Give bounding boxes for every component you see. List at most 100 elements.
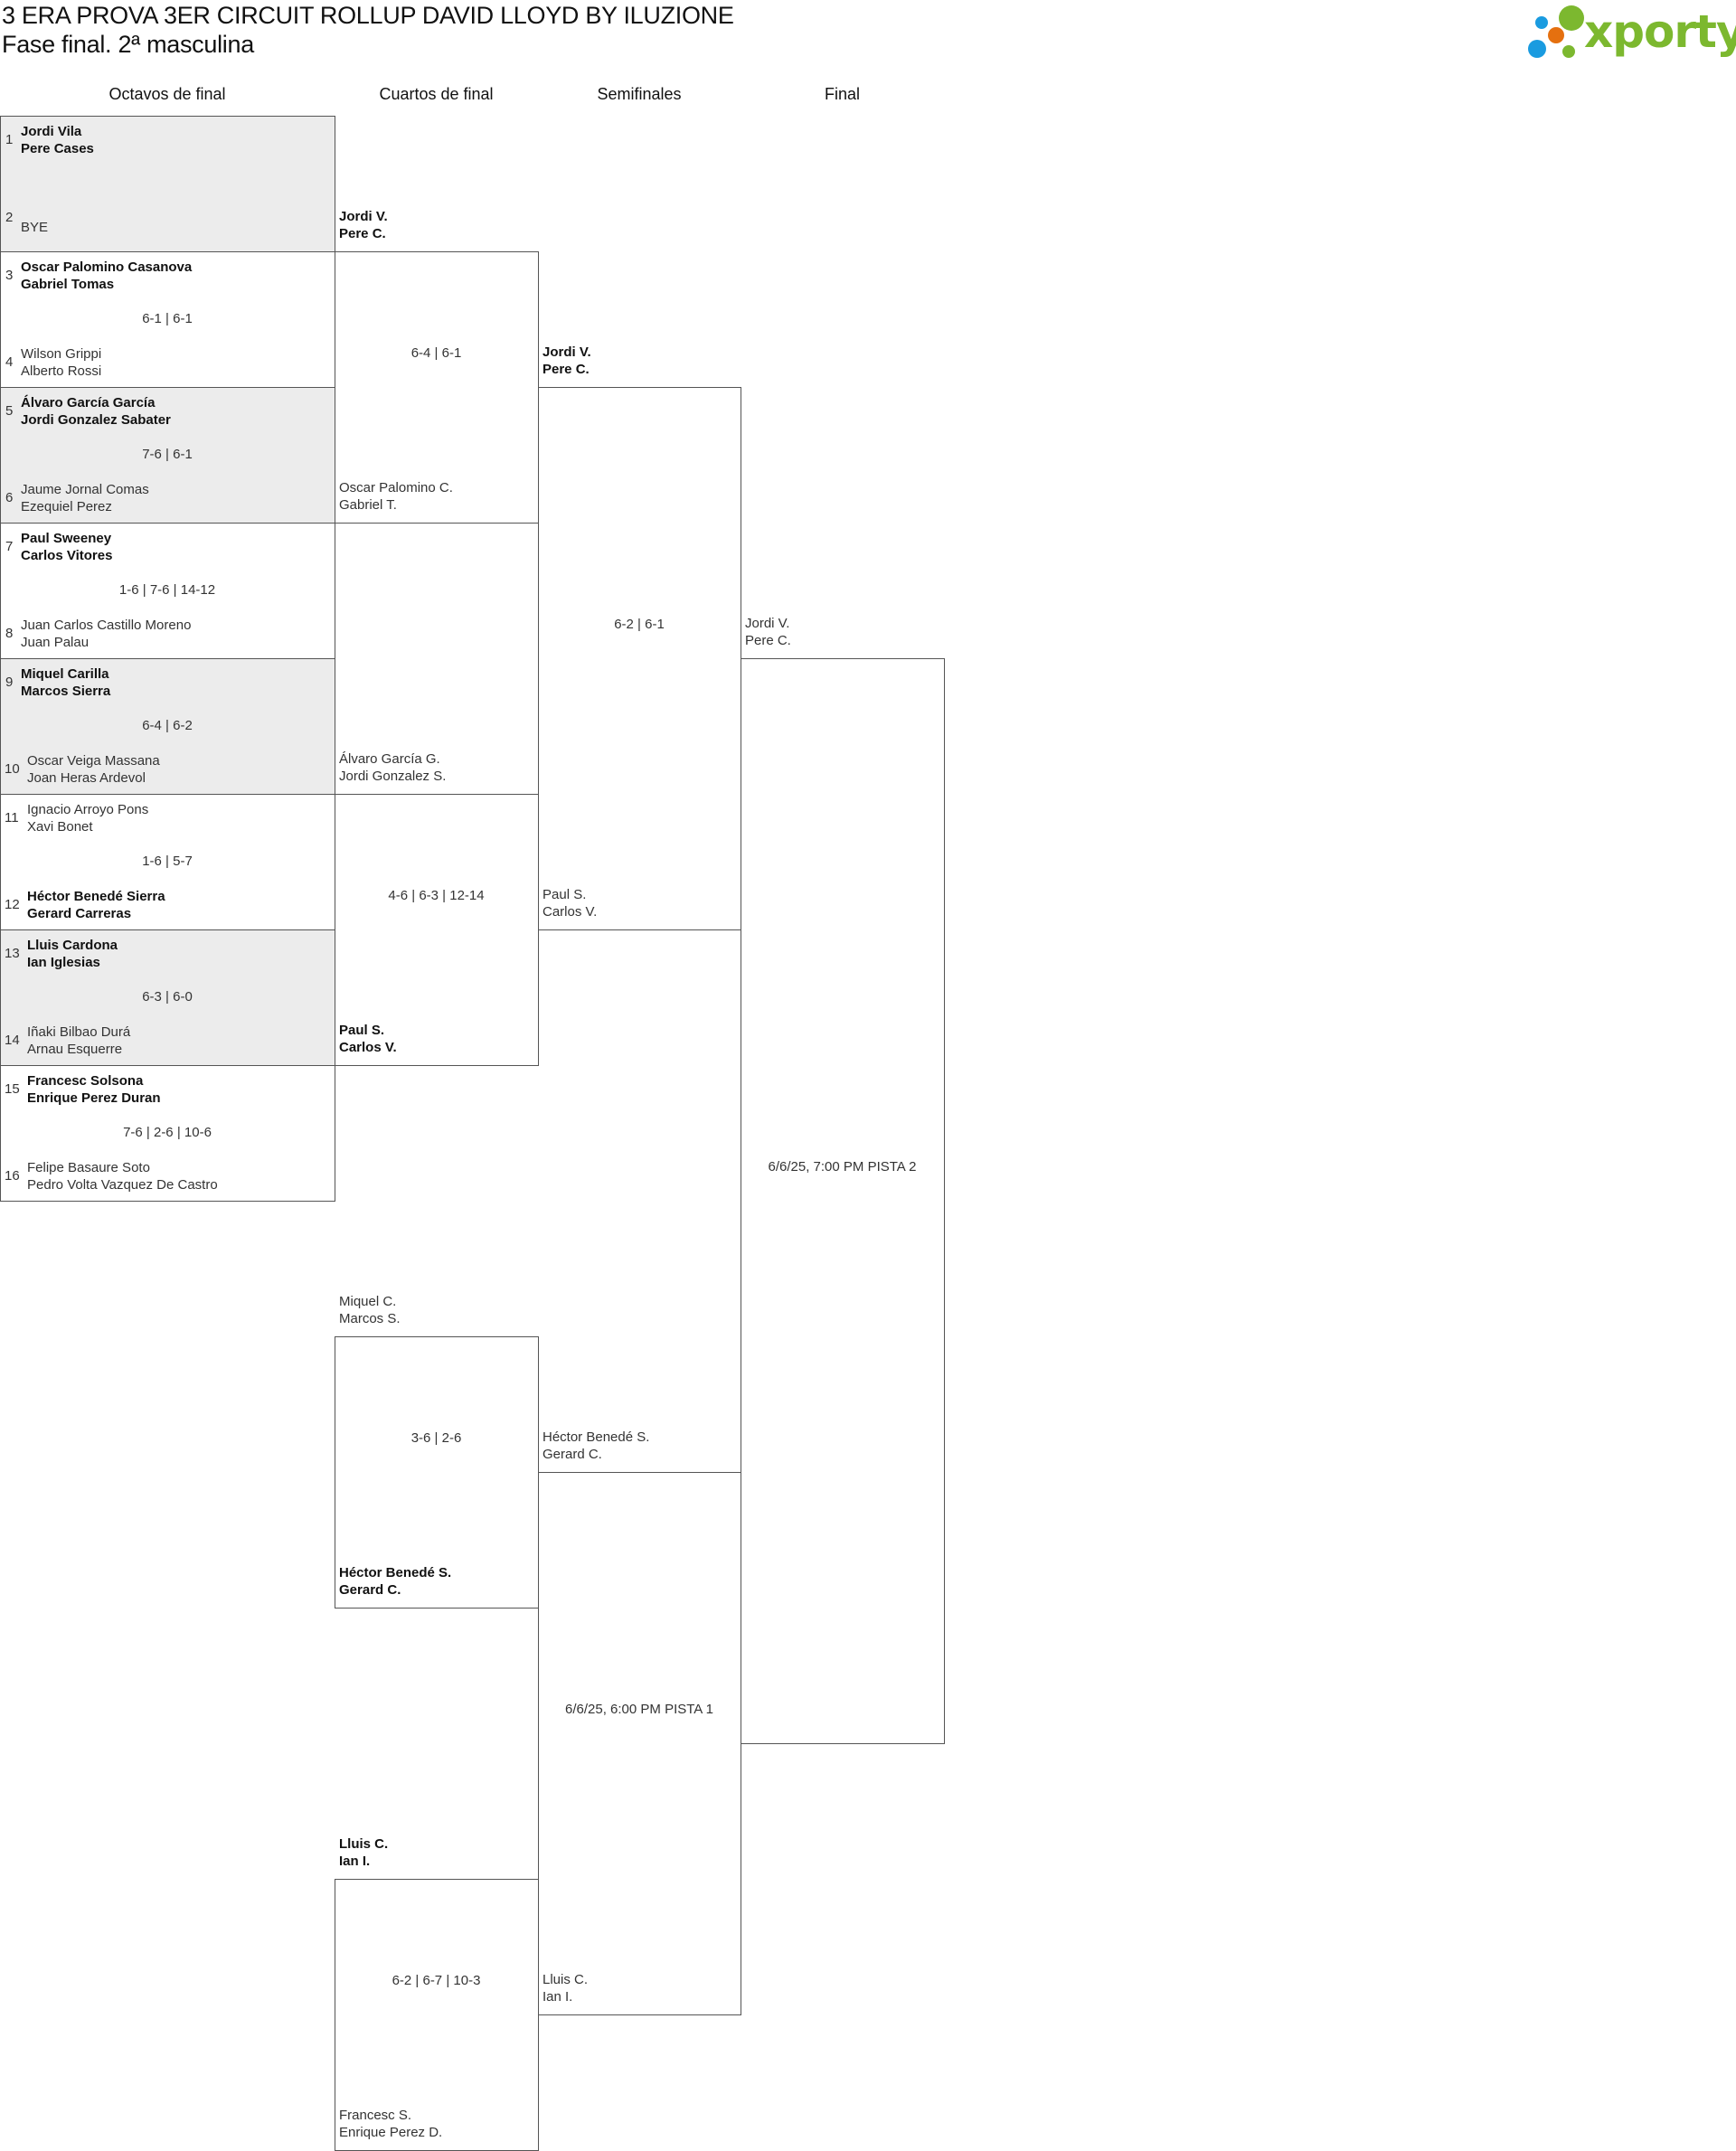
player-name: Gabriel T. — [339, 497, 397, 513]
team-entry[interactable]: Héctor Benedé S. Gerard C. — [339, 1564, 451, 1599]
player-name: Carlos V. — [542, 904, 598, 920]
player-name: Héctor Benedé S. — [339, 1565, 452, 1580]
player-name: Alberto Rossi — [21, 363, 102, 379]
team-entry[interactable]: Paul S. Carlos V. — [542, 886, 597, 920]
logo-dot-icon — [1528, 40, 1546, 58]
seed-number: 6 — [5, 490, 14, 505]
player-name: Carlos V. — [339, 1040, 397, 1055]
player-name: Jordi Vila — [21, 124, 82, 139]
player-name: Pere C. — [339, 226, 386, 241]
team-entry[interactable]: Héctor Benedé S.Gerard C. — [542, 1429, 649, 1463]
team-entry[interactable]: Paul S.Carlos V. — [339, 1022, 397, 1056]
match-box — [0, 929, 335, 1066]
team-entry[interactable]: Oscar Palomino C. Gabriel T. — [339, 479, 453, 514]
seed-number: 8 — [5, 626, 14, 641]
player-name: Álvaro García García — [21, 395, 156, 410]
player-name: Gerard C. — [339, 1582, 401, 1598]
match-box — [538, 387, 741, 930]
player-name: Francesc S. — [339, 2108, 412, 2123]
phase-subtitle: Fase final. 2ª masculina — [2, 31, 254, 58]
player-name: Joan Heras Ardevol — [27, 770, 146, 786]
seed-number: 14 — [5, 1033, 20, 1048]
team-entry[interactable]: Miquel C.Marcos S. — [339, 1293, 401, 1327]
team-entry[interactable]: Jordi V. Pere C. — [542, 344, 591, 378]
seed-number: 12 — [5, 897, 20, 912]
player-name: Jordi V. — [339, 209, 388, 224]
player-name: Ian I. — [339, 1854, 371, 1869]
player-name: Enrique Perez D. — [339, 2125, 443, 2140]
match-score: 6-1 | 6-1 — [142, 311, 193, 326]
player-name: Ignacio Arroyo Pons — [27, 802, 149, 817]
team-entry[interactable]: Francesc S. Enrique Perez D. — [339, 2107, 442, 2141]
match-score: 1-6 | 5-7 — [142, 854, 193, 869]
player-name: Oscar Palomino C. — [339, 480, 453, 495]
seed-number: 9 — [5, 675, 14, 690]
seed-number: 4 — [5, 354, 14, 370]
team-entry[interactable]: Lluis C. Ian I. — [339, 1835, 388, 1870]
team-entry[interactable]: Jordi V.Pere C. — [745, 615, 791, 649]
player-name: Xavi Bonet — [27, 819, 93, 835]
player-name: Héctor Benedé S. — [542, 1429, 650, 1445]
player-name: Jordi V. — [745, 616, 790, 631]
player-name: Jordi Gonzalez S. — [339, 769, 447, 784]
team-entry[interactable]: Álvaro García G.Jordi Gonzalez S. — [339, 750, 446, 785]
match-score: 6-2 | 6-7 | 10-3 — [392, 1973, 481, 1988]
player-name: Wilson Grippi — [21, 346, 102, 362]
player-name: Pedro Volta Vazquez De Castro — [27, 1177, 218, 1193]
seed-number: 3 — [5, 268, 14, 283]
player-name: Ian Iglesias — [27, 955, 100, 970]
team-entry[interactable]: BYE — [21, 219, 48, 236]
player-name: Juan Carlos Castillo Moreno — [21, 618, 192, 633]
round-header-0: Octavos de final — [108, 85, 226, 103]
match-score: 6-3 | 6-0 — [142, 989, 193, 1005]
logo-dot-icon — [1548, 27, 1564, 43]
player-name: Lluis C. — [542, 1972, 589, 1987]
player-name: Jordi Gonzalez Sabater — [21, 412, 171, 428]
seed-number: 2 — [5, 210, 14, 225]
player-name: Miquel C. — [339, 1294, 397, 1309]
player-name: Lluis C. — [339, 1836, 389, 1852]
round-header-1: Cuartos de final — [379, 85, 494, 103]
match-box — [0, 387, 335, 524]
team-entry[interactable]: Jordi V. Pere C. — [339, 208, 388, 242]
match-score: 6-4 | 6-1 — [410, 345, 462, 361]
logo-text: xporty — [1584, 5, 1736, 58]
match-score: 7-6 | 2-6 | 10-6 — [123, 1125, 212, 1140]
seed-number: 10 — [5, 761, 20, 777]
player-name: BYE — [21, 220, 49, 235]
seed-number: 13 — [5, 946, 20, 961]
player-name: Jaume Jornal Comas — [21, 482, 149, 497]
round-header-3: Final — [824, 85, 860, 103]
match-box — [0, 116, 335, 252]
team-entry[interactable]: Lluis C.Ian I. — [542, 1971, 588, 2005]
player-name: Gerard Carreras — [27, 906, 132, 921]
match-score: 7-6 | 6-1 — [142, 447, 193, 462]
match-box — [0, 658, 335, 795]
seed-number: 16 — [5, 1168, 20, 1184]
seed-number: 5 — [5, 403, 14, 419]
match-score: 6-2 | 6-1 — [614, 617, 665, 632]
match-score: 3-6 | 2-6 — [410, 1430, 462, 1446]
match-score: 6-4 | 6-2 — [142, 718, 193, 733]
logo-dot-icon — [1562, 45, 1575, 58]
player-name: Jordi V. — [542, 344, 591, 360]
match-box — [538, 1472, 741, 2015]
seed-number: 11 — [5, 810, 19, 825]
player-name: Pere C. — [542, 362, 590, 377]
player-name: Paul S. — [542, 887, 587, 902]
